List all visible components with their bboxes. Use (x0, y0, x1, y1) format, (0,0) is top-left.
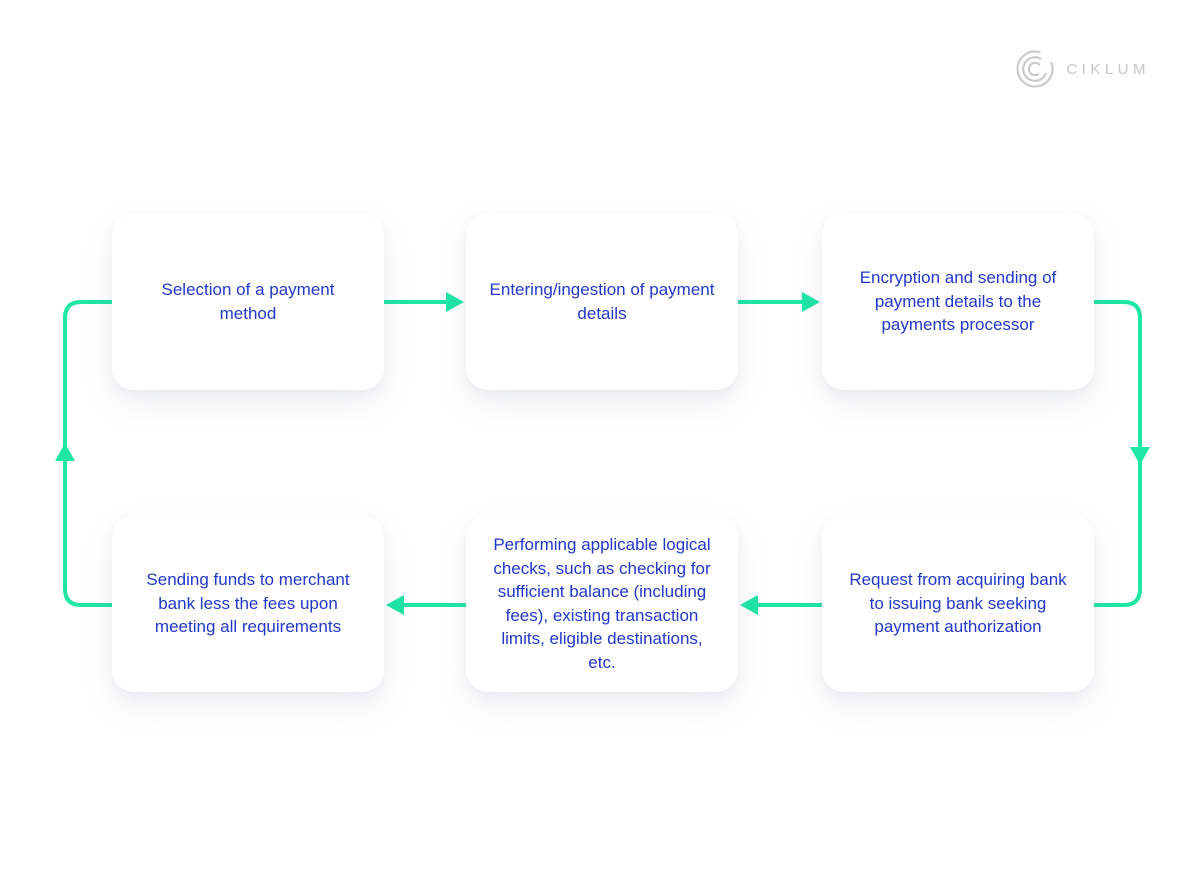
flow-node-label: Performing applicable logical checks, su… (493, 535, 711, 672)
connector-node3-node4 (1094, 300, 1142, 607)
connector-node6-node1 (63, 300, 112, 607)
flow-node-selection-payment-method: Selection of a payment method (112, 213, 384, 390)
flow-node-label: Request from acquiring bank to issuing b… (849, 570, 1067, 637)
ciklum-logo-text: CIKLUM (1066, 60, 1150, 78)
flow-node-encryption-sending: Encryption and sending of payment detail… (822, 213, 1094, 390)
flow-node-entering-payment-details: Entering/ingestion of payment details (466, 213, 738, 390)
flow-node-label: Sending funds to merchant bank less the … (146, 570, 350, 637)
ciklum-logo: CIKLUM (1014, 48, 1150, 90)
ciklum-arcs-icon (1016, 50, 1054, 88)
flow-node-authorization-request: Request from acquiring bank to issuing b… (822, 515, 1094, 692)
flow-node-logical-checks: Performing applicable logical checks, su… (466, 515, 738, 692)
arrowhead-right-icon (802, 292, 820, 312)
flow-node-label: Selection of a payment method (161, 280, 335, 323)
flow-node-label: Encryption and sending of payment detail… (859, 268, 1057, 335)
flow-node-label: Entering/ingestion of payment details (489, 280, 715, 323)
flow-node-sending-funds: Sending funds to merchant bank less the … (112, 515, 384, 692)
arrowhead-right-icon (446, 292, 464, 312)
arrowhead-down-icon (1130, 447, 1150, 465)
arrowhead-up-icon (55, 443, 75, 461)
arrowhead-left-icon (740, 595, 758, 615)
arrowhead-left-icon (386, 595, 404, 615)
